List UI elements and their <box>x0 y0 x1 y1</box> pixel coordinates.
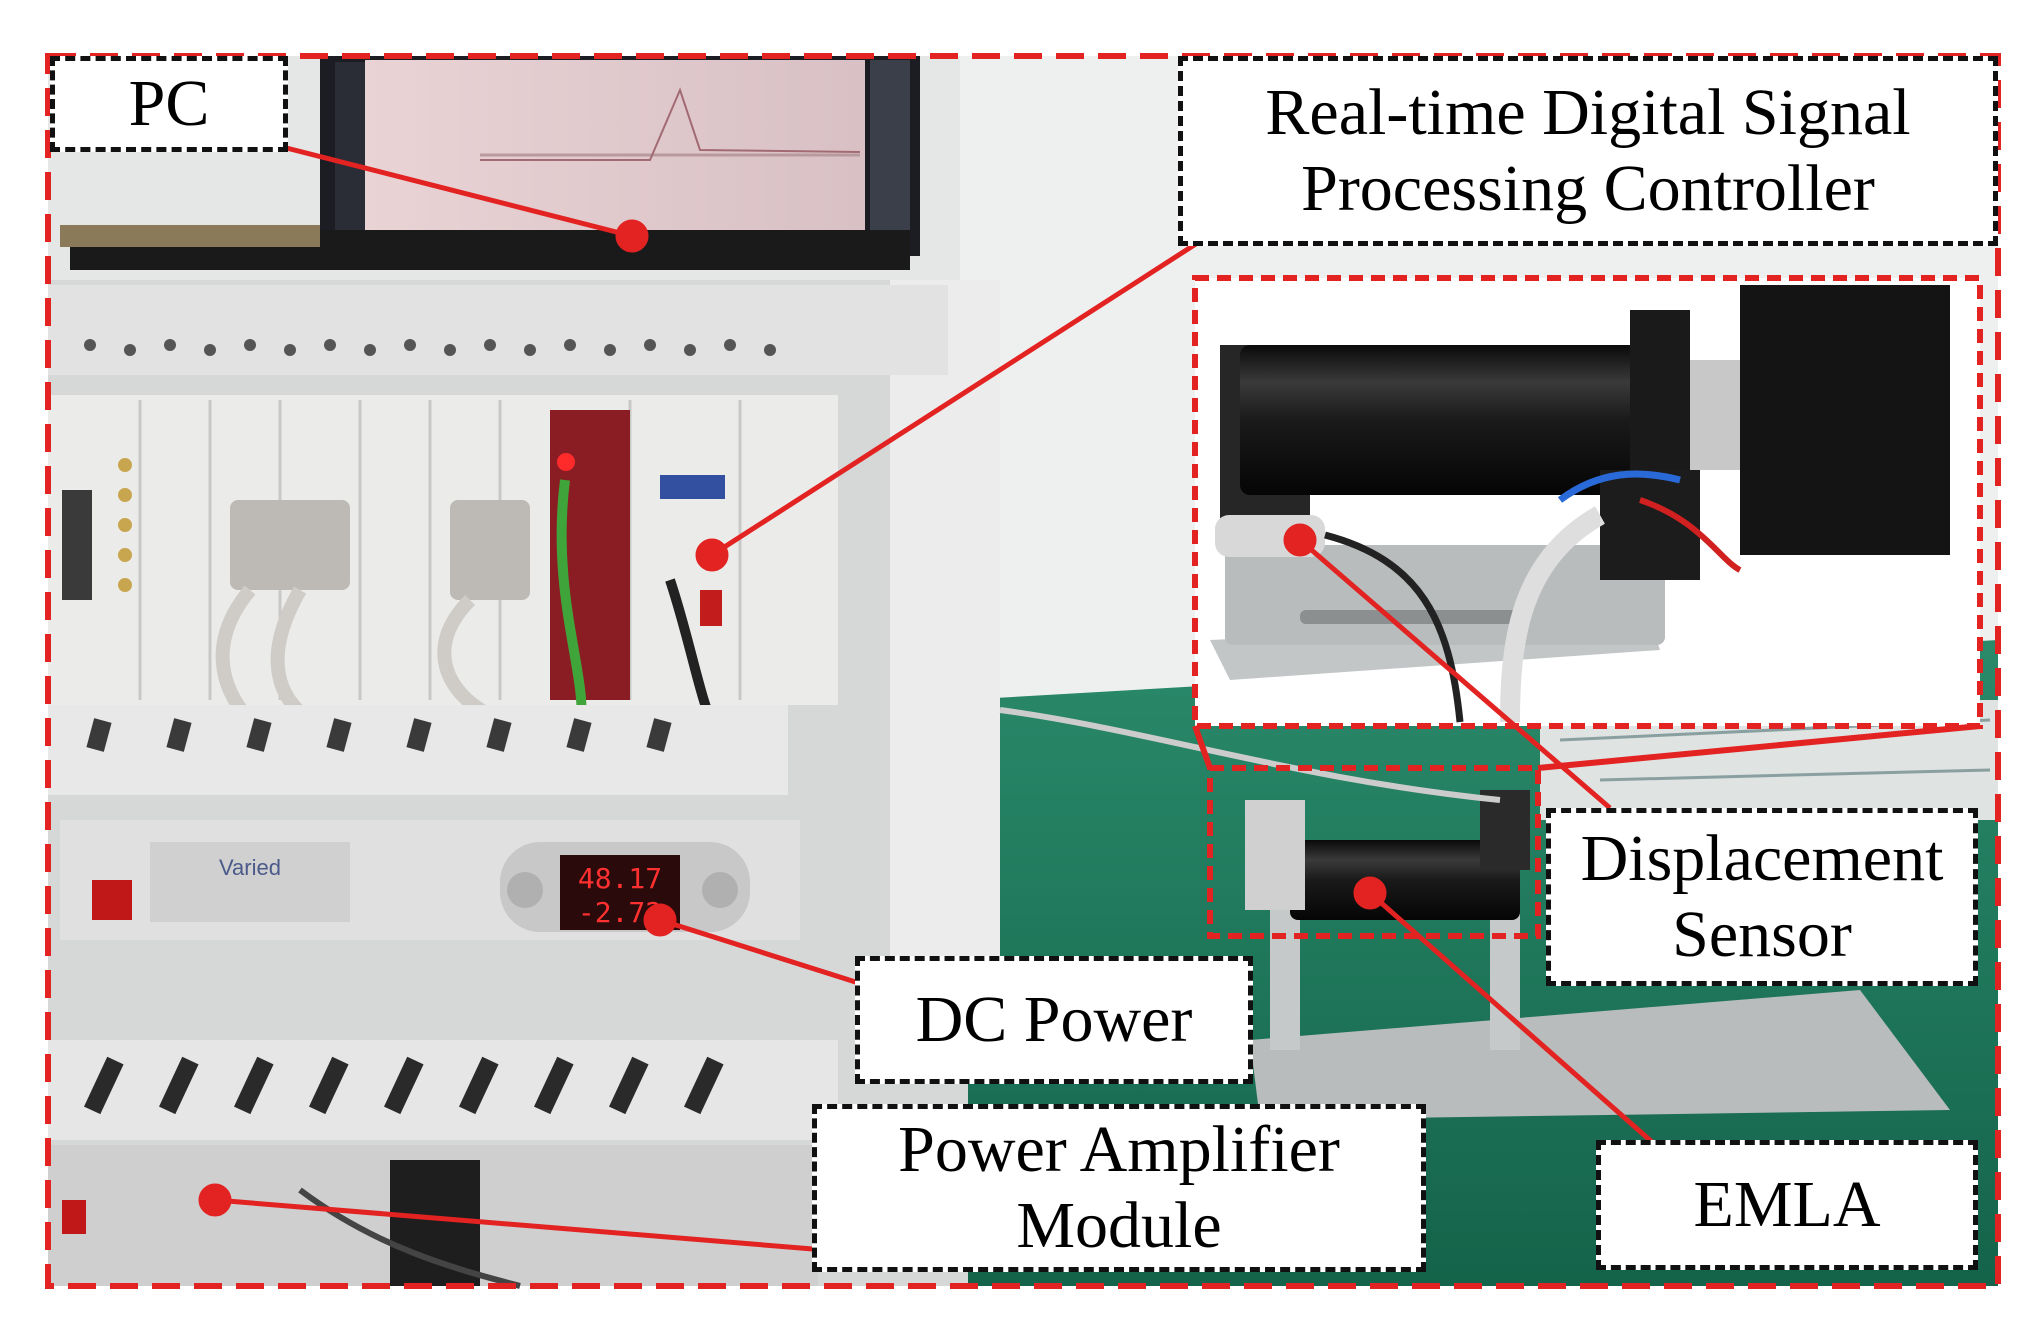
emla-test-bench <box>999 707 1950 1120</box>
emla-zoom-inset <box>1192 275 1983 729</box>
emla-marker-dot <box>1353 876 1387 910</box>
controller-marker-dot <box>695 538 729 572</box>
label-power-amplifier-line2: Module <box>1016 1189 1222 1262</box>
dc-display-voltage: 48.17 <box>578 862 662 895</box>
equipment-rack: Varied 48.17 -2.72 <box>48 280 1000 1289</box>
annotation-leaders <box>198 137 1654 1253</box>
pc-marker-dot <box>615 219 649 253</box>
label-power-amplifier-line1: Power Amplifier <box>898 1113 1340 1187</box>
label-dsp-controller: Real-time Digital Signal Processing Cont… <box>1178 56 1998 246</box>
label-dsp-line1: Real-time Digital Signal <box>1265 76 1911 150</box>
psu-brand-text: Varied <box>219 855 281 880</box>
sensor-marker-dot <box>1283 523 1317 557</box>
label-displacement-line1: Displacement <box>1580 822 1944 896</box>
pc-monitor <box>60 56 920 270</box>
label-emla: EMLA <box>1596 1140 1978 1270</box>
dc-power-marker-dot <box>643 903 677 937</box>
label-displacement-line2: Sensor <box>1672 898 1852 971</box>
label-dc-power: DC Power <box>855 956 1253 1084</box>
label-power-amplifier: Power Amplifier Module <box>812 1104 1426 1272</box>
label-displacement-sensor: Displacement Sensor <box>1546 808 1978 986</box>
label-pc-text: PC <box>128 67 210 141</box>
frame-outlines <box>45 53 2001 1289</box>
label-dsp-line2: Processing Controller <box>1301 152 1875 225</box>
label-emla-text: EMLA <box>1693 1168 1881 1242</box>
label-dc-power-text: DC Power <box>915 983 1193 1057</box>
label-pc: PC <box>50 56 288 152</box>
amplifier-marker-dot <box>198 1183 232 1217</box>
